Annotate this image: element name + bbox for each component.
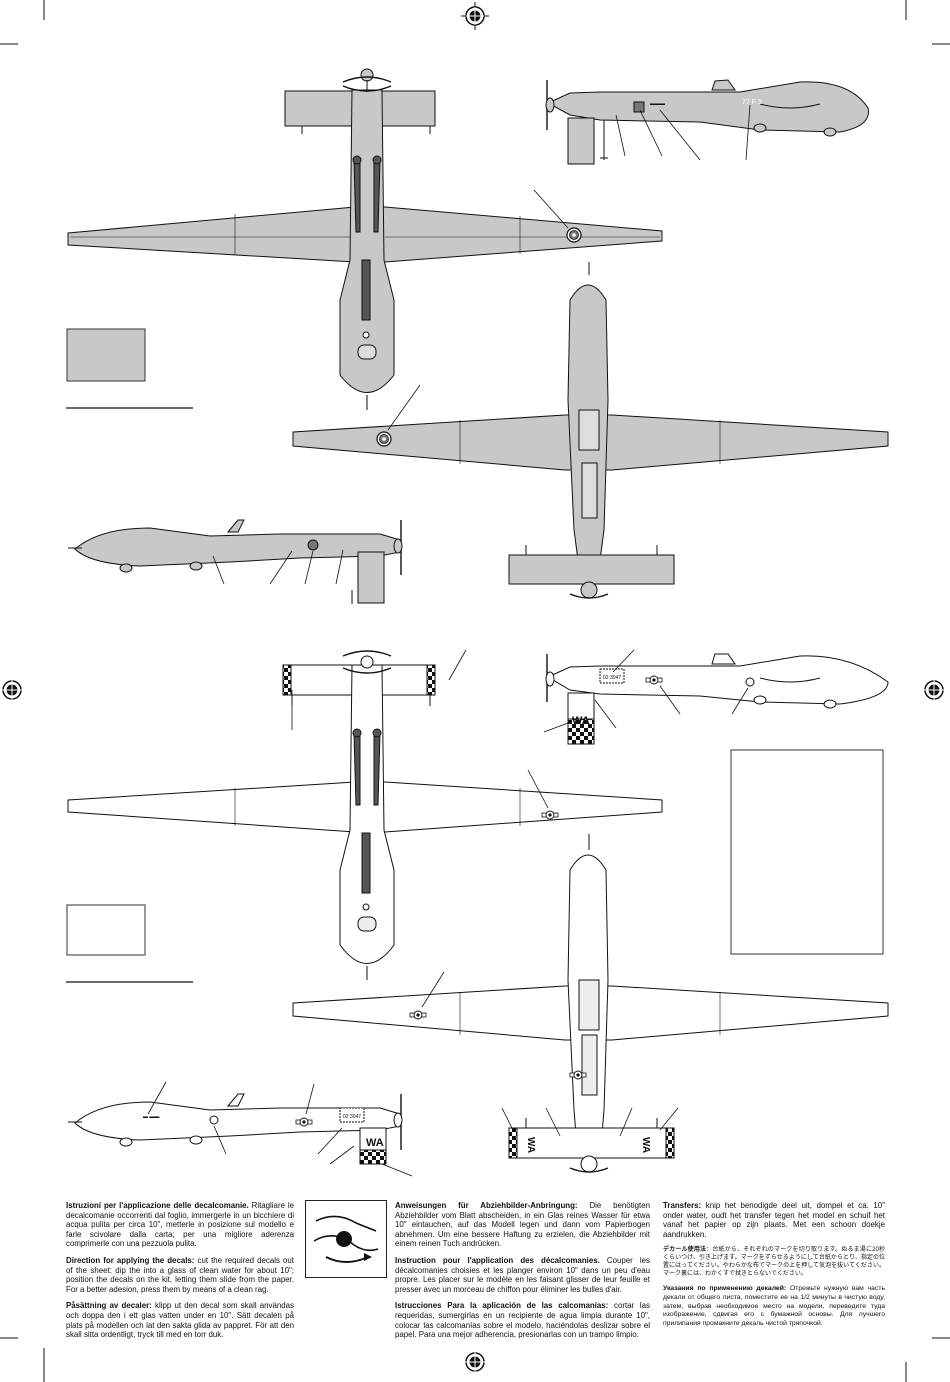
- instr-title-nl: Transfers:: [663, 1201, 702, 1210]
- instr-body-de: Die benötigten Abziehbilder vom Blatt ab…: [395, 1201, 650, 1249]
- info-box: [730, 749, 884, 955]
- instr-title-es: Istrucciones Para la aplicación de las c…: [395, 1301, 609, 1311]
- svg-text:▬▬▬: ▬▬▬: [650, 101, 665, 107]
- scheme2-bottom-view: WA WA: [292, 834, 889, 1173]
- svg-text:WA: WA: [640, 1137, 651, 1153]
- scheme1-top-view: [67, 68, 663, 410]
- instr-body-en: cut the required decals out of the sheet…: [66, 1255, 294, 1294]
- color-legend-white: [66, 904, 146, 956]
- instr-body-es: cortar las requeridas, sumergirlas en un…: [395, 1301, 650, 1340]
- scheme1-side-view-left: [68, 519, 403, 604]
- roundel-decal: [566, 227, 582, 243]
- svg-text:02 3047: 02 3047: [343, 1114, 361, 1120]
- scheme1-bottom-view: [292, 262, 889, 599]
- instructions-column-2: Anweisungen für Abziehbilder-Anbringung:…: [395, 1201, 650, 1347]
- scheme2-side-view-right: WA 02 3047: [545, 653, 889, 745]
- decal-application-illustration: [305, 1200, 387, 1278]
- scheme2-top-view: [67, 650, 663, 980]
- color-legend-grey: [66, 328, 146, 382]
- svg-text:WA: WA: [366, 1137, 384, 1149]
- instr-title-fr: Instruction pour l'application des décal…: [395, 1255, 600, 1265]
- svg-text:▬ ▬▬: ▬ ▬▬: [143, 1114, 159, 1120]
- leader-lines: [615, 104, 751, 161]
- svg-text:77 F 5: 77 F 5: [742, 99, 762, 106]
- scheme1-side-view-right: ▬▬▬ 77 F 5: [545, 79, 869, 165]
- instr-body-ja: ：台紙から、それぞれのマークを切り取ります。ぬるま湯に20秒くらいつけ、引き上げ…: [663, 1247, 885, 1278]
- instr-title-ru: Указания по применению декалей:: [663, 1285, 787, 1293]
- hand-icon: [313, 1215, 379, 1263]
- instr-title-ja: デカール使用法: [663, 1247, 707, 1254]
- instr-title-de: Anweisungen für Abziehbilder-Anbringung:: [395, 1201, 578, 1210]
- instr-title-sv: Påsättning av decaler:: [66, 1301, 152, 1311]
- svg-text:02 3047: 02 3047: [603, 675, 621, 681]
- instr-body-ru: Отрежьте нужную вам часть декали от обще…: [663, 1285, 886, 1327]
- scheme2-side-view-left: WA ▬ ▬▬ 02 3047: [68, 1093, 403, 1165]
- instr-body-nl: knip het benodigde deel uit, dompel et c…: [663, 1201, 885, 1239]
- roundel-decal: [376, 431, 392, 447]
- svg-text:WA: WA: [525, 1137, 536, 1153]
- svg-text:WA: WA: [572, 715, 590, 727]
- instructions-column-1: Istruzioni per l'applicazione delle deca…: [66, 1201, 294, 1347]
- instr-body-fr: Couper les décalcomanies choisies et les…: [395, 1255, 650, 1294]
- instructions-column-3: Transfers: knip het benodigde deel uit, …: [663, 1201, 885, 1335]
- instr-body-sv: klipp ut den decal som skall användas oc…: [66, 1301, 295, 1340]
- instr-title-en: Direction for applying the decals:: [66, 1255, 195, 1265]
- instr-title-it: Istruzioni per l'applicazione delle deca…: [66, 1201, 249, 1210]
- instr-body-it: Ritagliare le decalcomanie occorrenti da…: [66, 1201, 294, 1249]
